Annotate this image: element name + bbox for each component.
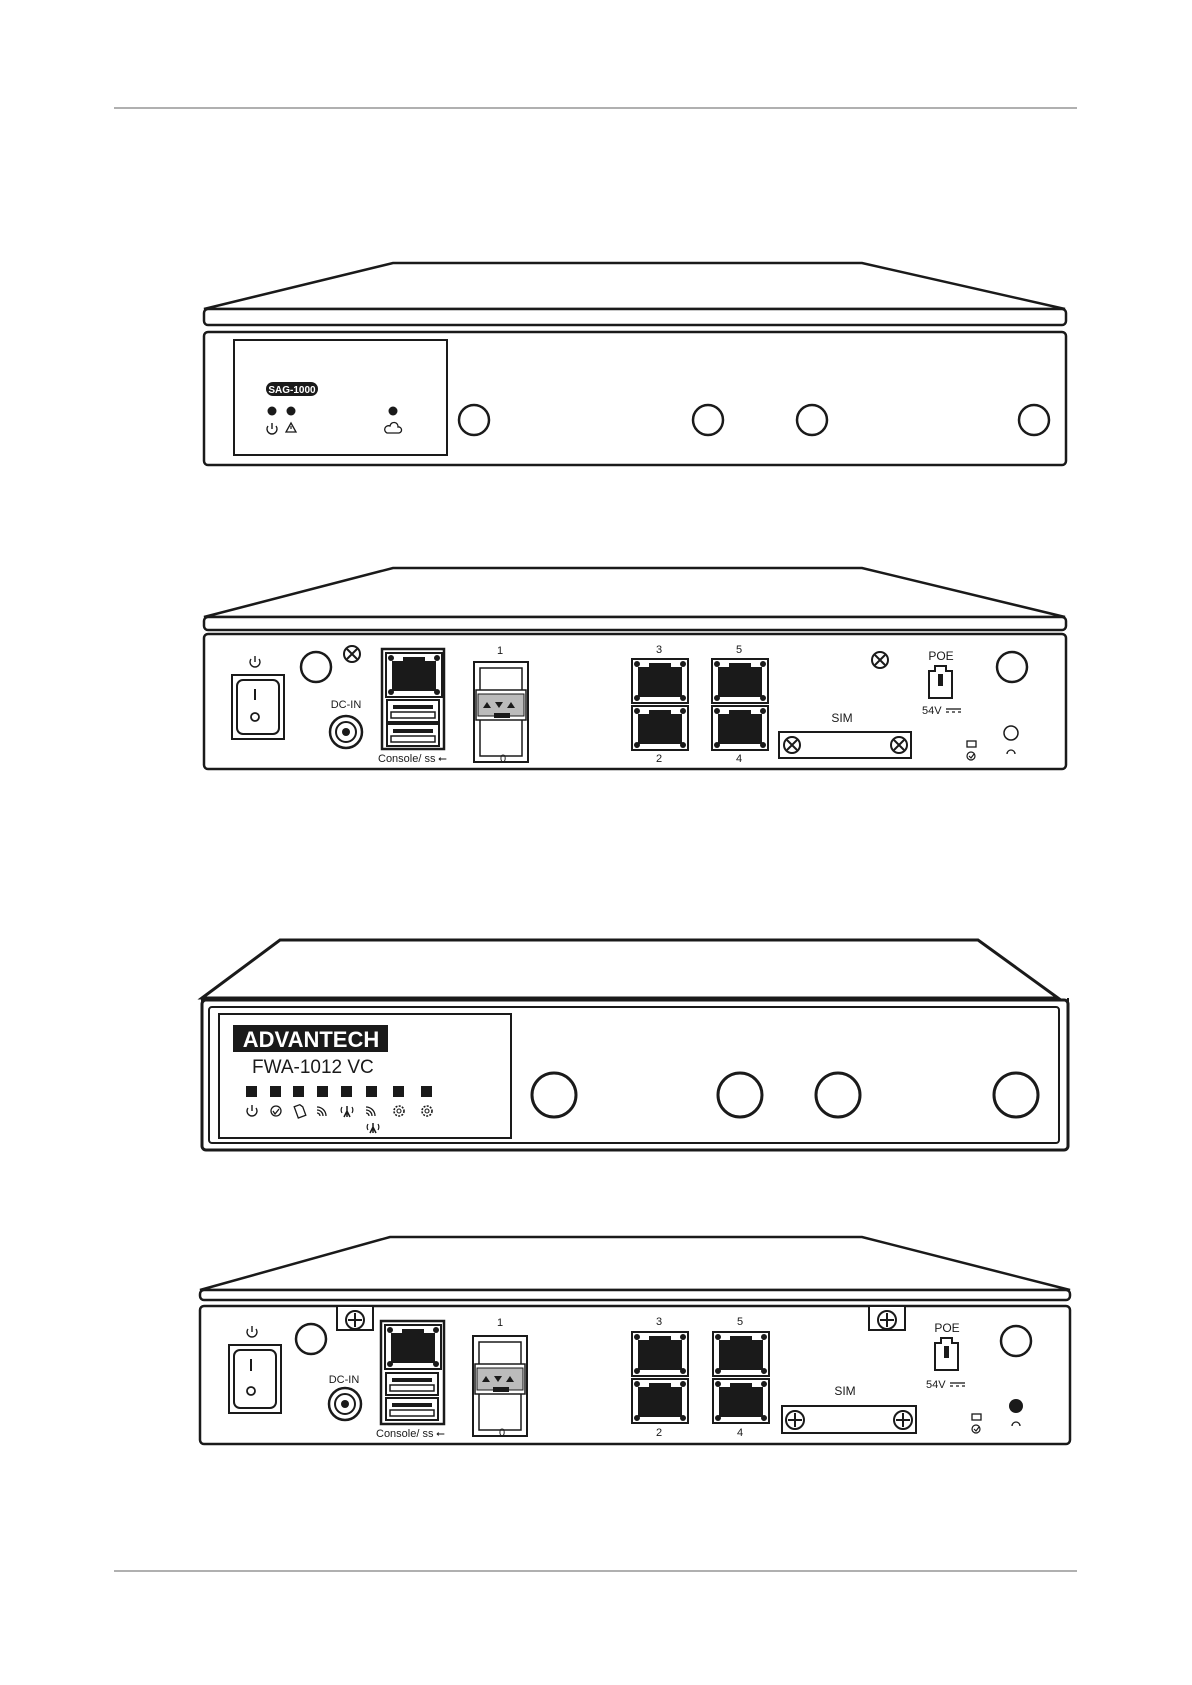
sfp-label-0: 0 [500,753,506,765]
led [270,1086,281,1097]
usb-icon: ⭠ [436,1428,445,1440]
front-knob [459,405,489,435]
front-knob [1019,405,1049,435]
sim-slot[interactable] [782,1406,916,1433]
sfp-label-1: 1 [497,645,503,657]
lan-label-2: 2 [656,1427,662,1439]
reset-button[interactable] [1004,726,1018,740]
led [366,1086,377,1097]
front-knob [532,1073,576,1117]
status-led [972,1414,981,1420]
console-usb-label: Console/ ss [378,753,436,765]
front-knob [693,405,723,435]
led [317,1086,328,1097]
sag-rear-view: DC-IN Console/ ss ⭠ 1 0 3 5 2 4 SIM [204,568,1066,769]
rear-knob [1001,1326,1031,1356]
front-panel-label [234,340,447,455]
rear-knob [296,1324,326,1354]
poe-label: POE [934,1321,959,1335]
brand-logo-text: ADVANTECH [243,1027,379,1052]
sag-front-view: SAG-1000 [204,263,1066,465]
dc-in-label: DC-IN [331,699,362,711]
lan-label-5: 5 [737,1316,743,1328]
fwa-front-view: ADVANTECH FWA-1012 VC [202,940,1068,1150]
front-knob [816,1073,860,1117]
led [341,1086,352,1097]
lan-label-3: 3 [656,644,662,656]
dc-in-jack[interactable] [329,1388,361,1420]
led [246,1086,257,1097]
front-knob [797,405,827,435]
led [393,1086,404,1097]
poe-connector[interactable] [935,1338,958,1370]
poe-voltage-label: 54V [926,1379,946,1391]
status-led [967,741,976,747]
power-switch[interactable] [232,675,284,739]
cloud-led [389,407,398,416]
screw-bracket [337,1306,373,1330]
lan-label-3: 3 [656,1316,662,1328]
usb-icon: ⭠ [438,753,447,765]
front-knob [994,1073,1038,1117]
front-knob [718,1073,762,1117]
lan-label-4: 4 [737,1427,743,1439]
power-led [268,407,277,416]
screw-icon [344,646,360,662]
sim-label: SIM [831,711,852,725]
led [421,1086,432,1097]
sim-label: SIM [834,1384,855,1398]
rear-knob [997,652,1027,682]
screw-bracket [869,1306,905,1330]
model-badge: SAG-1000 [268,385,316,396]
lan-label-5: 5 [736,644,742,656]
sfp-label-1: 1 [497,1317,503,1329]
led [293,1086,304,1097]
poe-voltage-label: 54V [922,705,942,717]
poe-connector[interactable] [929,666,952,698]
screw-icon [872,652,888,668]
console-usb-label: Console/ ss [376,1428,434,1440]
model-name: FWA-1012 VC [252,1057,374,1078]
sim-slot[interactable] [779,732,911,758]
alarm-led [287,407,296,416]
reset-button[interactable] [1009,1399,1023,1413]
power-switch[interactable] [229,1345,281,1413]
sfp-label-0: 0 [499,1427,505,1439]
rear-knob [301,652,331,682]
poe-label: POE [928,649,953,663]
dc-in-jack[interactable] [330,716,362,748]
fwa-rear-view: DC-IN Console/ ss ⭠ 1 0 3 5 2 4 SIM P [200,1237,1070,1444]
dc-in-label: DC-IN [329,1374,360,1386]
lan-label-4: 4 [736,753,742,765]
lan-label-2: 2 [656,753,662,765]
